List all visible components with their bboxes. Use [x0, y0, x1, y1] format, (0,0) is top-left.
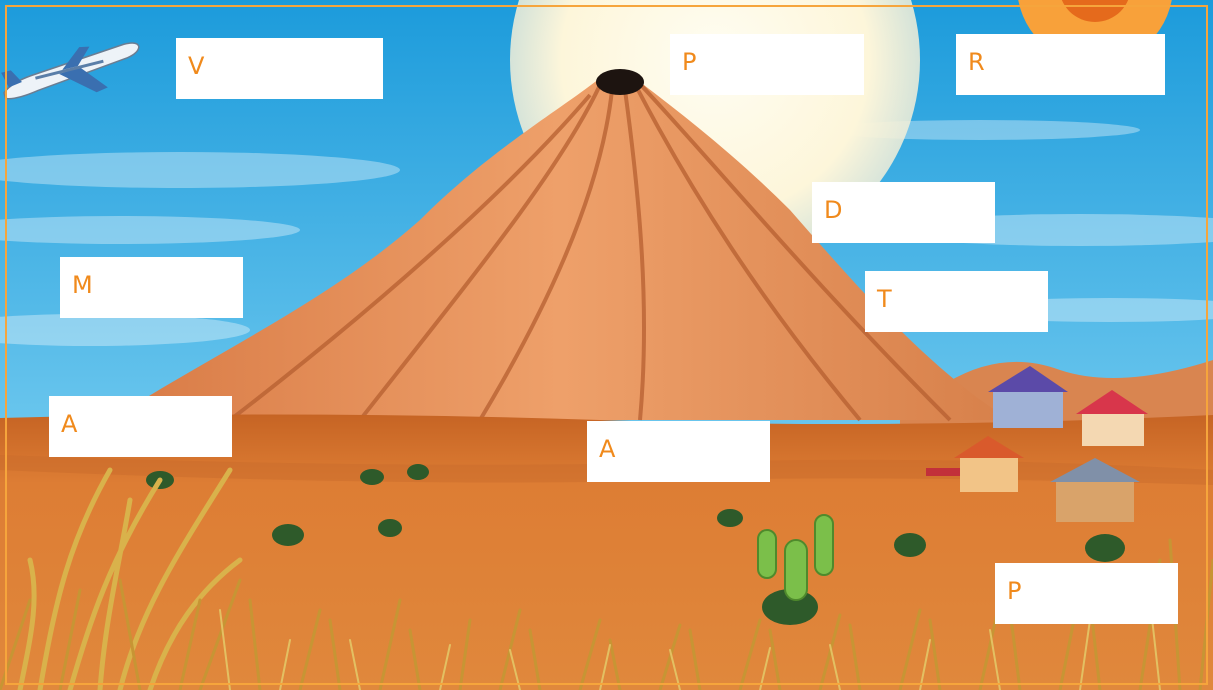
- answer-box-arena[interactable]: A: [587, 421, 770, 482]
- answer-box-town[interactable]: T: [865, 271, 1048, 332]
- answer-box-plain[interactable]: P: [995, 563, 1178, 624]
- answer-box-volcano[interactable]: V: [176, 38, 383, 99]
- answer-box-air[interactable]: A: [49, 396, 232, 457]
- answer-box-mountain[interactable]: M: [60, 257, 243, 318]
- volcano-crater-icon: [596, 69, 644, 95]
- answer-box-descent[interactable]: D: [812, 182, 995, 243]
- answer-box-peak[interactable]: P: [670, 34, 864, 95]
- answer-box-rays[interactable]: R: [956, 34, 1165, 95]
